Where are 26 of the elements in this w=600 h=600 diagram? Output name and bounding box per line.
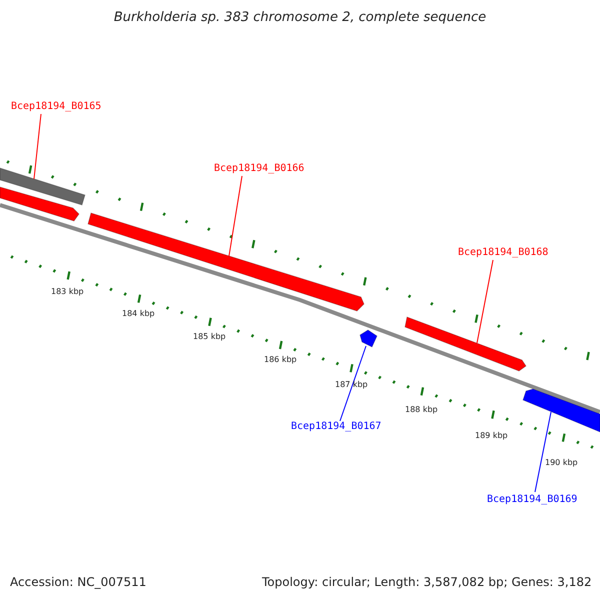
gene-feature: [360, 330, 378, 348]
leader-line: [534, 412, 552, 492]
gene-feature: [522, 388, 600, 433]
leader-line: [340, 346, 366, 422]
footer-text: Topology: circular; Length: 3,587,082 bp; Genes: 3,182: [262, 575, 592, 589]
gene-feature: [88, 212, 364, 312]
gene-feature: [0, 167, 86, 206]
scale-label: 185 kbp: [193, 332, 226, 341]
gene-label: Bcep18194_B0166: [214, 163, 304, 174]
leader-line: [476, 260, 494, 344]
leader-line: [34, 114, 42, 180]
gene-feature: [404, 316, 527, 372]
scale-label: 187 kbp: [335, 380, 368, 389]
title: Burkholderia sp. 383 chromosome 2, complete sequence: [112, 10, 488, 25]
leader-line: [228, 176, 242, 256]
gene-feature: [0, 186, 80, 222]
scale-label: 186 kbp: [264, 355, 297, 364]
scale-label: 188 kbp: [405, 405, 438, 414]
scale-label: 190 kbp: [545, 458, 578, 467]
gene-label: Bcep18194_B0165: [11, 101, 102, 112]
scale-label: 184 kbp: [122, 309, 155, 318]
gene-label: Bcep18194_B0168: [458, 247, 548, 258]
gene-label: Bcep18194_B0167: [291, 421, 382, 432]
gene-label: Bcep18194_B0169: [487, 494, 578, 505]
footer-text: Accession: NC_007511: [10, 575, 146, 589]
scale-label: 189 kbp: [475, 431, 508, 440]
